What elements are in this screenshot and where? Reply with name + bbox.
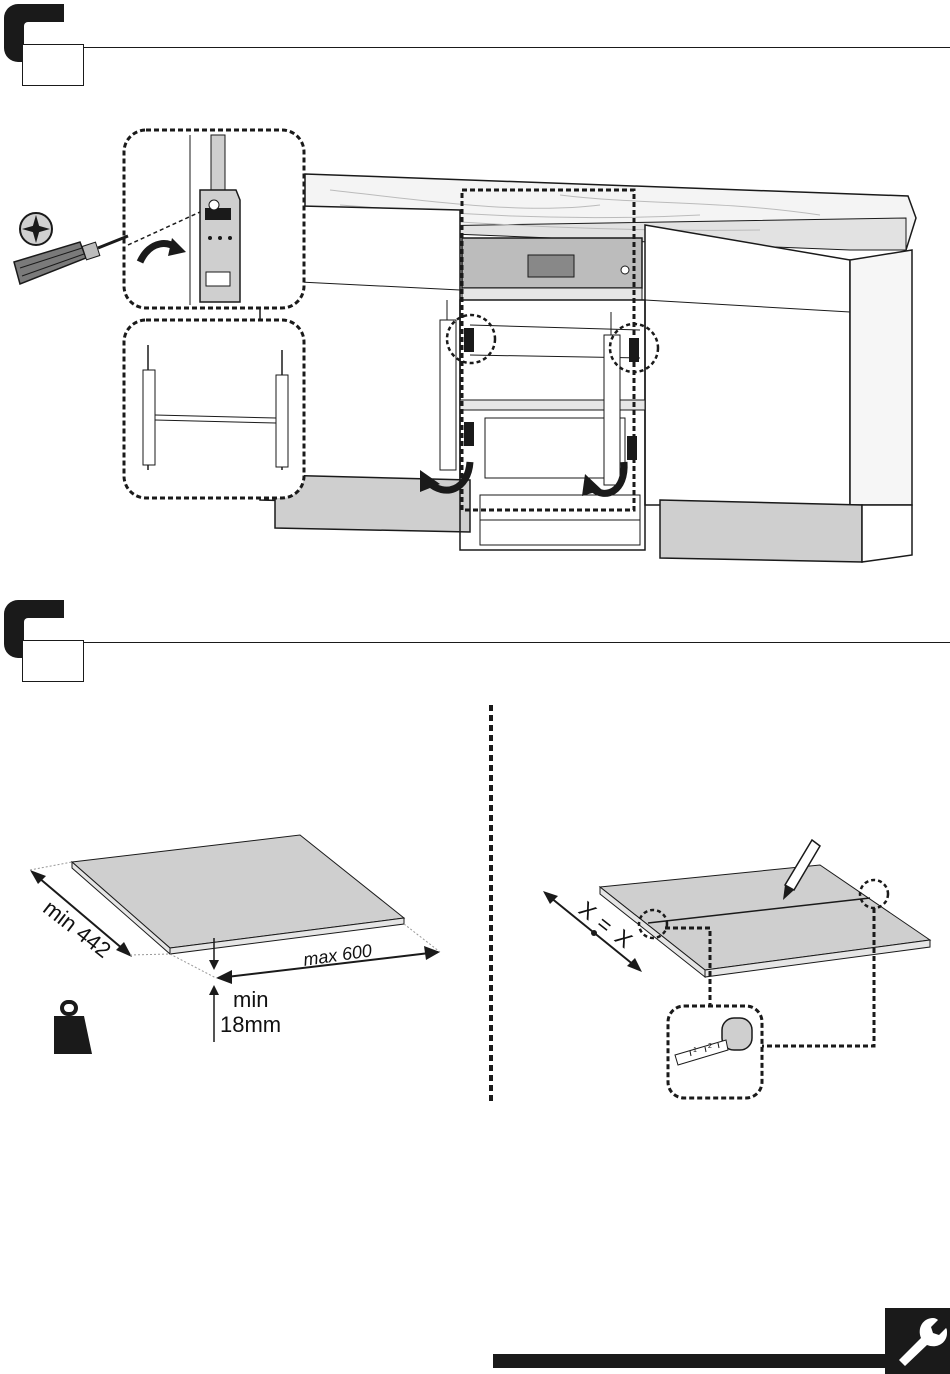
installation-badge — [885, 1308, 950, 1374]
bracket-top-left — [464, 328, 474, 352]
kitchen-installation-illustration — [0, 0, 950, 580]
thickness-label-line1: min — [233, 987, 268, 1013]
oven-display — [528, 255, 574, 277]
footer-bar — [493, 1354, 950, 1368]
step-number-2 — [22, 640, 84, 682]
column-divider — [488, 705, 494, 1105]
phillips-screw-icon — [20, 213, 52, 245]
tape-tick-1: 1 — [693, 1047, 697, 1054]
oven-knob — [621, 266, 629, 274]
right-cabinet-front — [645, 225, 850, 505]
bracket-screw — [209, 200, 219, 210]
bracket-bottom-left — [464, 422, 474, 446]
marking-illustration — [500, 820, 950, 1120]
weight-icon — [54, 1002, 92, 1054]
step-rule-2 — [84, 642, 950, 643]
wrench-icon — [885, 1308, 950, 1374]
thickness-label-line2: 18mm — [220, 1012, 281, 1038]
left-plinth — [275, 475, 470, 532]
right-plinth — [660, 500, 862, 562]
panel-top — [72, 835, 404, 948]
tape-tick-2: 2 — [708, 1043, 712, 1050]
bracket-bottom-right — [627, 436, 637, 460]
